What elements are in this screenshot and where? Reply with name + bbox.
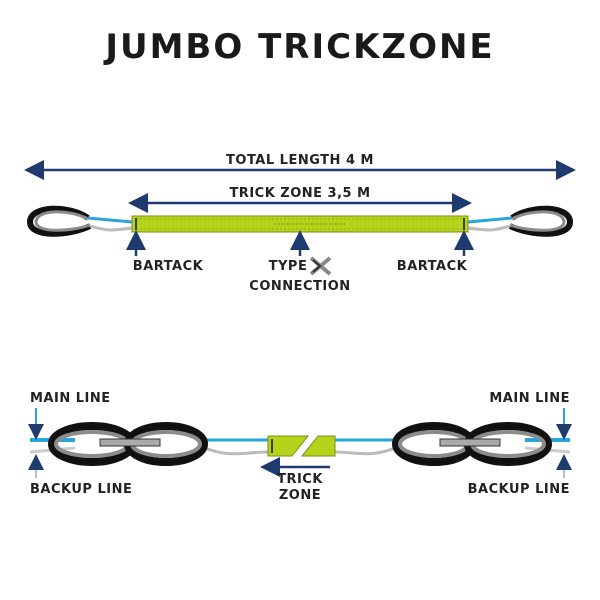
type-label: TYPE (269, 259, 308, 274)
connection-label: CONNECTION (249, 279, 350, 294)
main-line-left-label: MAIN LINE (30, 391, 111, 406)
page-title: JUMBO TRICKZONE (103, 27, 494, 67)
x-connection-icon (309, 256, 332, 276)
backup-line-left-label: BACKUP LINE (30, 482, 132, 497)
total-length-label: TOTAL LENGTH 4 M (226, 153, 374, 168)
backup-line-right-label: BACKUP LINE (468, 482, 570, 497)
zone-label: ZONE (279, 488, 321, 503)
left-loops-icon (48, 422, 208, 466)
top-diagram: TOTAL LENGTH 4 M TRICK ZONE 3,5 M BARTAC… (24, 153, 576, 294)
right-loops-icon (392, 422, 552, 466)
left-loop-icon (26, 205, 133, 237)
trick-zone-label: TRICK ZONE 3,5 M (229, 186, 370, 201)
bartack-right-label: BARTACK (397, 259, 468, 274)
trick-label: TRICK (277, 472, 323, 487)
bartack-left-label: BARTACK (133, 259, 204, 274)
bottom-diagram: TRICK ZONE MAIN LINE BACKUP LINE MAIN LI… (28, 391, 572, 503)
trick-zone-webbing-bottom (267, 435, 336, 457)
right-loop-icon (467, 205, 574, 237)
main-line-right-label: MAIN LINE (489, 391, 570, 406)
